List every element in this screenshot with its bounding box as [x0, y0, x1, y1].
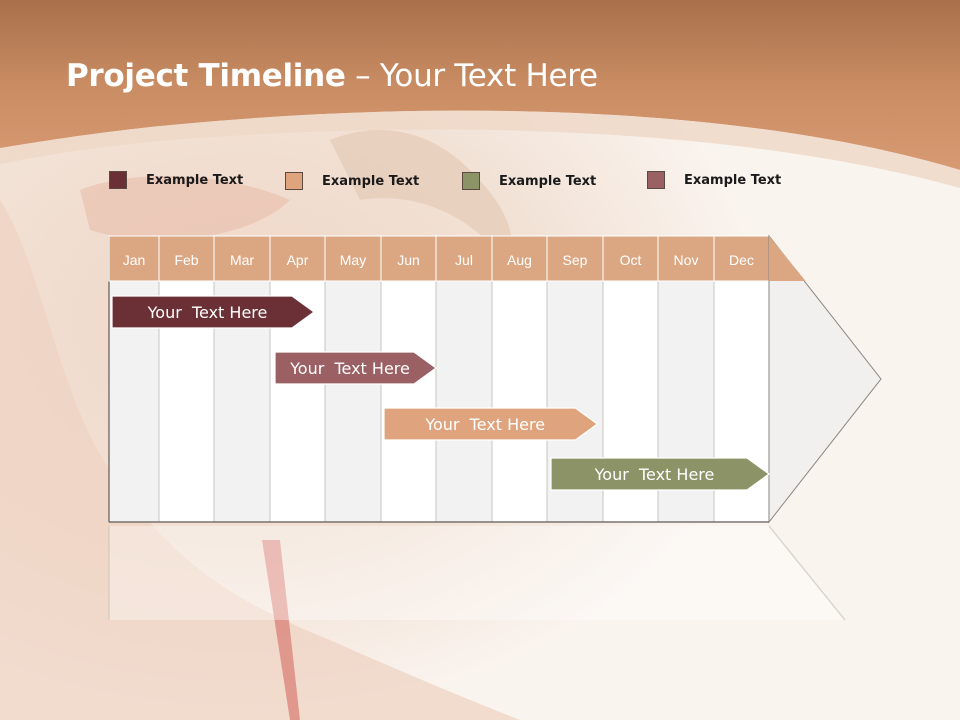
task-label: Your Text Here — [594, 465, 715, 484]
red-strap — [262, 540, 300, 720]
month-header-cell — [213, 235, 271, 282]
face-silhouette — [0, 200, 520, 720]
month-label: Apr — [287, 252, 309, 268]
legend-item: Example Text — [285, 171, 419, 191]
arrow-head-shape — [768, 234, 882, 524]
month-label: Jan — [123, 252, 146, 268]
month-header-cell — [380, 235, 437, 282]
month-header-cell — [657, 235, 715, 282]
legend-item: Example Text — [647, 170, 781, 190]
task-label: Your Text Here — [147, 303, 268, 322]
legend-swatch — [285, 172, 303, 190]
month-label: Mar — [230, 252, 254, 268]
month-column — [491, 280, 548, 523]
title-rest: – Your Text Here — [345, 58, 598, 94]
task-arrow — [550, 457, 771, 491]
legend-label: Example Text — [322, 173, 420, 189]
month-label: Aug — [507, 252, 532, 268]
month-label: Oct — [620, 252, 642, 268]
month-label: Jun — [397, 252, 420, 268]
month-label: Jul — [455, 252, 473, 268]
month-column — [324, 280, 382, 523]
page-title: Project Timeline – Your Text Here — [66, 58, 598, 94]
legend-label: Example Text — [146, 172, 244, 188]
hair-shape — [330, 130, 513, 270]
month-column — [435, 280, 493, 523]
header-swoosh — [0, 110, 960, 188]
legend-swatch — [647, 171, 665, 189]
legend-item: Example Text — [462, 171, 596, 191]
month-label: Feb — [174, 252, 198, 268]
month-label: Sep — [563, 252, 588, 268]
timeline-arrow-head — [768, 234, 882, 524]
task-label: Your Text Here — [424, 415, 545, 434]
month-label: May — [340, 252, 366, 268]
arrow-head-header — [769, 236, 806, 281]
month-header-cell — [546, 235, 604, 282]
legend-swatch — [109, 171, 127, 189]
legend-item: Example Text — [109, 170, 243, 190]
month-header: Jan Feb Mar Apr May Jun Jul Aug Sep Oct Nov Dec — [108, 235, 770, 282]
reflection-edge — [768, 525, 846, 621]
task-label: Your Text Here — [289, 359, 410, 378]
header-band — [0, 0, 960, 170]
task-arrow — [383, 407, 599, 441]
task-arrow — [274, 351, 438, 385]
legend-label: Example Text — [499, 173, 597, 189]
month-label: Dec — [729, 252, 754, 268]
task-arrow — [111, 295, 316, 329]
month-column — [380, 280, 437, 523]
legend-label: Example Text — [684, 172, 782, 188]
reflection-shape — [109, 526, 845, 620]
month-header-cell — [158, 235, 215, 282]
month-header-cell — [269, 235, 326, 282]
title-bold: Project Timeline — [66, 58, 346, 94]
legend-swatch — [462, 172, 480, 190]
month-header-cell — [713, 235, 770, 282]
lips-shape — [80, 176, 290, 240]
month-header-cell — [491, 235, 548, 282]
month-label: Nov — [674, 252, 699, 268]
timeline-reflection — [108, 525, 846, 621]
